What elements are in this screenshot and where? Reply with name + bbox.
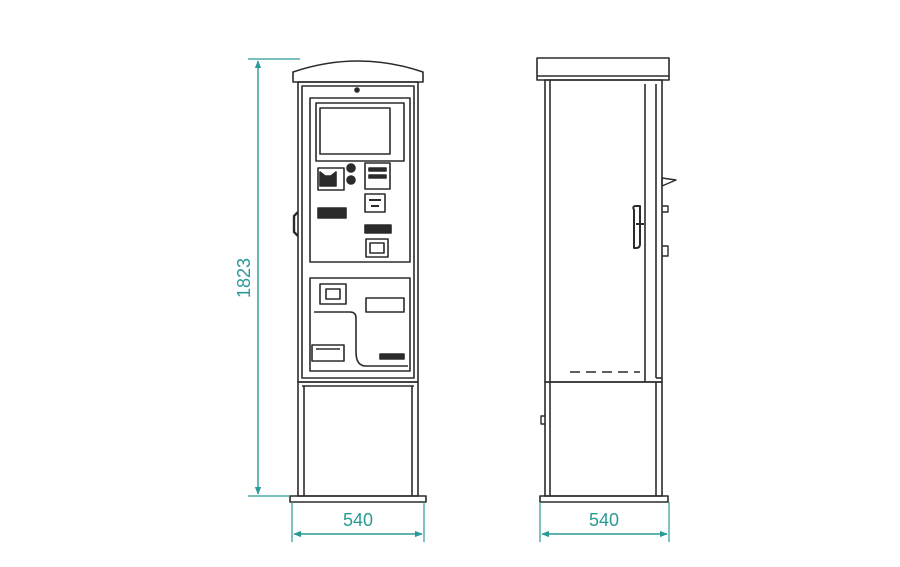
- front-view: [289, 60, 427, 503]
- side-pedestal: [544, 381, 663, 497]
- height-label: 1823: [234, 258, 254, 298]
- receipt-outlet-inner: [369, 242, 385, 254]
- card-reader: [364, 162, 391, 190]
- roof-dome: [292, 60, 424, 83]
- side-view: [536, 57, 677, 503]
- screen: [319, 107, 391, 155]
- shield-icon-slot: [317, 167, 345, 191]
- front-width-label: 540: [343, 510, 373, 530]
- bottom-slot: [379, 353, 405, 360]
- bill-recycler-outline: [314, 311, 408, 367]
- indicator-light: [354, 87, 360, 93]
- side-base-plate: [539, 495, 669, 503]
- button-round-1: [346, 163, 356, 173]
- base-plate: [289, 495, 427, 503]
- side-protrusion-low: [662, 245, 669, 257]
- pedestal-column: [297, 381, 419, 497]
- side-door-handle: [632, 205, 641, 249]
- coin-slot-icon: [369, 199, 381, 207]
- lower-panel-label: [365, 297, 405, 313]
- lower-panel-screen-inner: [325, 288, 341, 300]
- button-round-2: [346, 175, 356, 185]
- cat-logo-icon: [319, 171, 337, 187]
- ticket-button: [364, 224, 392, 234]
- side-protrusion-mid: [662, 205, 669, 213]
- lower-panel: [309, 277, 411, 372]
- screen-bezel: [315, 102, 405, 162]
- side-dimensions: 540: [539, 502, 670, 542]
- side-handle: [292, 211, 299, 237]
- coin-acceptor: [364, 193, 386, 213]
- cabinet-inner-frame: [301, 85, 415, 379]
- side-width-label: 540: [589, 510, 619, 530]
- upper-panel: [309, 97, 411, 263]
- card-reader-slot: [368, 167, 387, 172]
- front-dimensions: 1823 540: [234, 58, 425, 542]
- side-protrusion-top: [661, 177, 677, 187]
- bill-slot: [317, 207, 347, 219]
- receipt-outlet: [365, 238, 389, 258]
- side-pedestal-tab: [540, 415, 545, 425]
- lower-panel-screen: [319, 283, 347, 305]
- coin-return: [311, 344, 345, 362]
- card-reader-slot-2: [368, 174, 387, 179]
